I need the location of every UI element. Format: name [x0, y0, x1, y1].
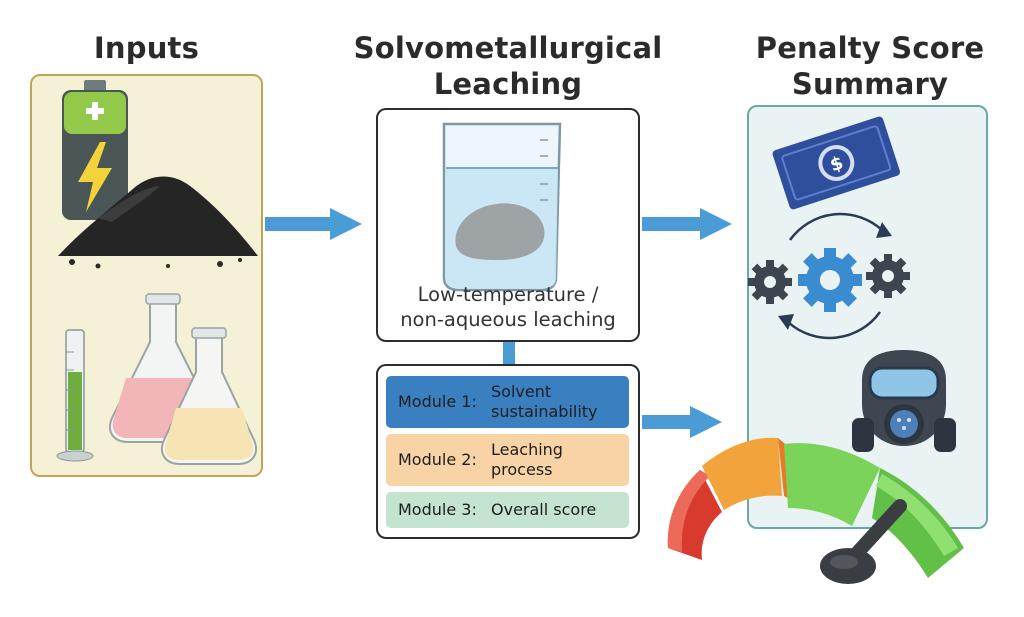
arrow-leaching-to-summary: [642, 208, 732, 240]
leaching-caption: Low-temperature / non-aqueous leaching: [378, 282, 638, 332]
battery-icon: [62, 80, 128, 220]
yellow-flask-icon: [161, 327, 257, 465]
leaching-caption-line2: non-aqueous leaching: [400, 308, 616, 331]
money-bill-icon: $: [772, 116, 901, 210]
svg-text:$: $: [828, 152, 846, 176]
connector-bar: [503, 342, 515, 364]
module-3-overall-score: Module 3: Overall score: [386, 492, 629, 528]
module-2-text-line1: Leaching: [491, 440, 563, 459]
summary-title: Penalty Score Summary: [730, 30, 1010, 102]
leaching-title: Solvometallurgical Leaching: [336, 30, 680, 102]
module-3-text: Overall score: [491, 500, 597, 519]
module-3-number: Module 3:: [398, 500, 477, 519]
leaching-caption-line1: Low-temperature /: [417, 283, 599, 306]
module-2-text-line2: process: [491, 460, 553, 479]
module-1-text-line2: sustainability: [491, 402, 598, 421]
module-2-leaching-process: Module 2: Leaching process: [386, 434, 629, 486]
module-2-number: Module 2:: [398, 450, 477, 469]
gears-cycle-icon: [748, 212, 910, 340]
leaching-title-line2: Leaching: [433, 67, 583, 101]
graduated-cylinder-icon: [56, 329, 94, 462]
black-mass-pile-icon: [58, 176, 258, 269]
inputs-title: Inputs: [30, 30, 263, 66]
beaker-icon: [442, 122, 562, 292]
gas-mask-icon: [852, 350, 956, 452]
summary-title-line2: Summary: [791, 67, 949, 101]
module-1-number: Module 1:: [398, 392, 477, 411]
module-2-text: Leaching process: [491, 440, 629, 480]
module-1-text-line1: Solvent: [491, 382, 552, 401]
arrow-modules-to-summary: [642, 406, 722, 438]
score-gauge-icon: [667, 437, 964, 584]
arrow-inputs-to-leaching: [265, 208, 362, 240]
module-1-text: Solvent sustainability: [491, 382, 629, 422]
inputs-title-text: Inputs: [93, 31, 200, 65]
leaching-title-line1: Solvometallurgical: [353, 31, 663, 65]
module-1-solvent-sustainability: Module 1: Solvent sustainability: [386, 376, 629, 428]
summary-title-line1: Penalty Score: [755, 31, 985, 65]
